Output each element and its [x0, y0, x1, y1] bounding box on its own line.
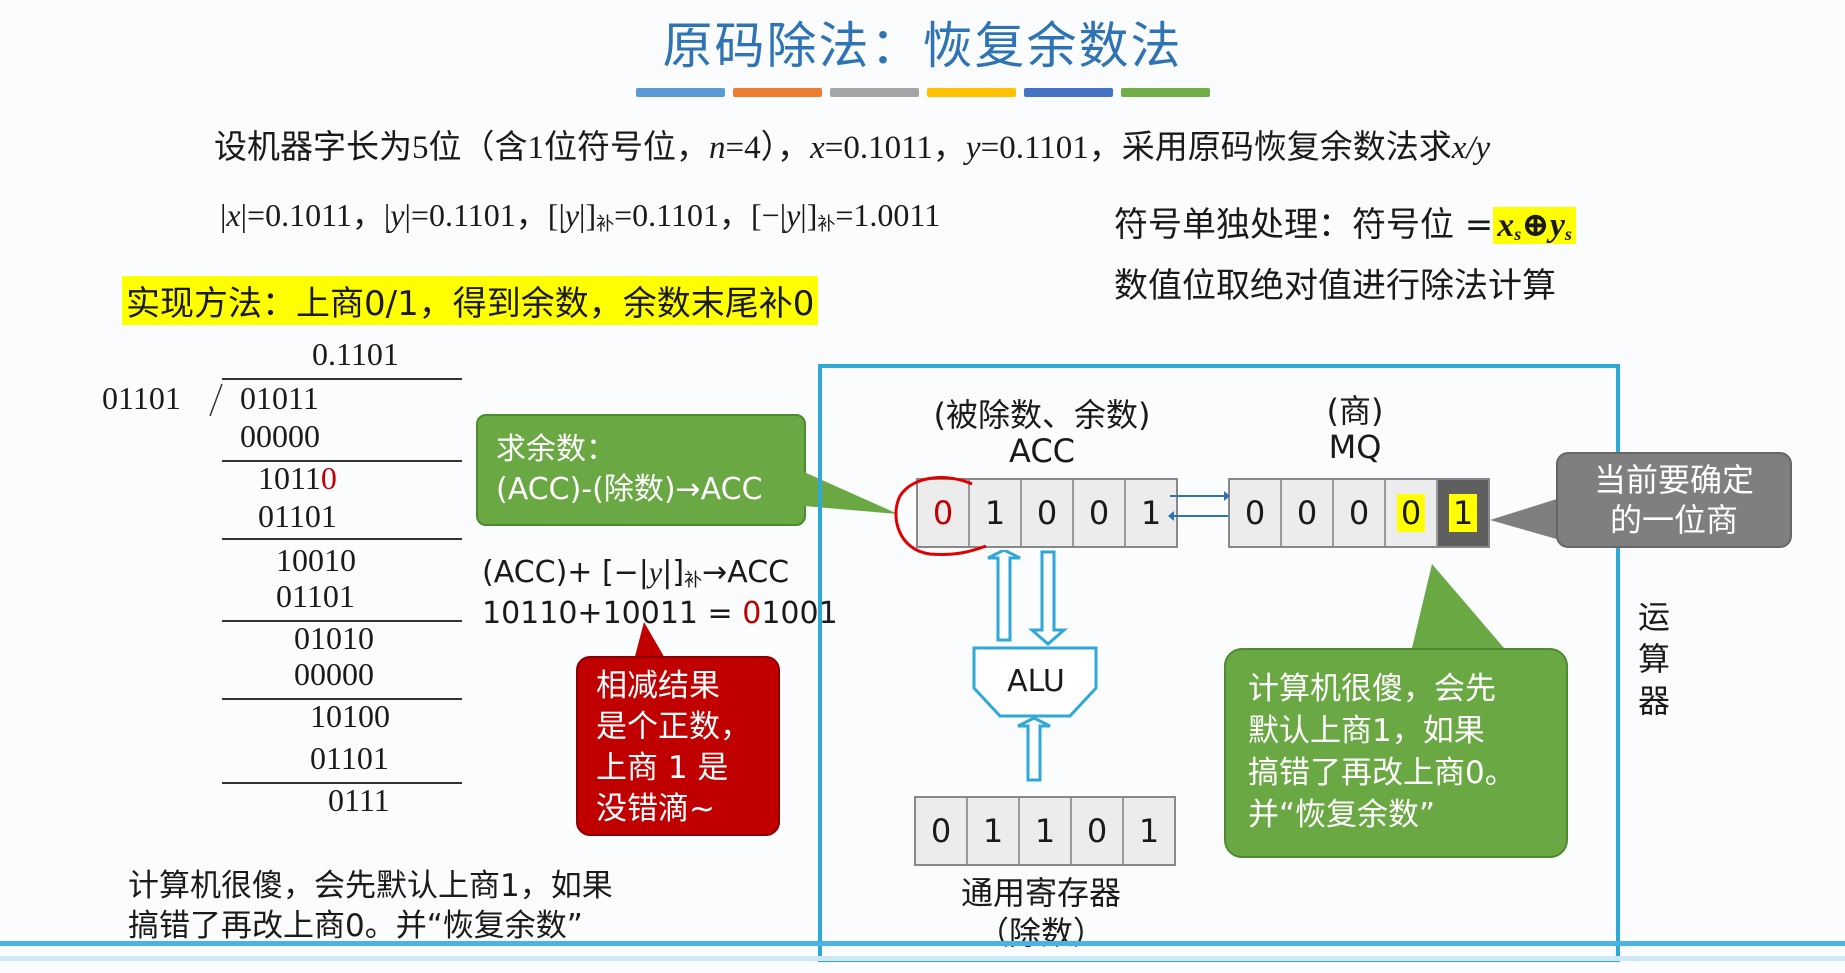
acc-register: 0 1 0 0 1 [916, 478, 1178, 548]
strip-navy [1024, 88, 1113, 97]
acc-bit: 0 [1022, 480, 1074, 546]
quotient: 0.1101 [312, 336, 399, 372]
mq-label: MQ [1328, 428, 1382, 466]
mq-bit: 0 [1230, 480, 1282, 546]
gpr-bit: 1 [968, 798, 1020, 864]
division-row: 00000 [294, 656, 374, 692]
acc-bit: 1 [970, 480, 1022, 546]
calc-line2: 10110+10011 = 01001 [482, 596, 838, 631]
problem-statement: 设机器字长为5位（含1位符号位，n=4），x=0.1011，y=0.1101，采… [214, 130, 1491, 166]
division-row: 10010 [276, 542, 356, 578]
mq-bit-current: 1 [1438, 480, 1488, 546]
naive-computer-callout: 计算机很傻，会先 默认上商1，如果 搞错了再改上商0。 并“恢复余数” [1224, 648, 1568, 858]
division-bar [222, 378, 462, 380]
acc-description: (被除数、余数) [933, 396, 1151, 434]
strip-green [1121, 88, 1210, 97]
positive-result-callout: 相减结果 是个正数， 上商 1 是 没错滴~ [576, 656, 780, 836]
mq-bit: 0 [1334, 480, 1386, 546]
mq-bit: 0 [1282, 480, 1334, 546]
abs-rule: 数值位取绝对值进行除法计算 [1114, 266, 1556, 306]
gpr-bit: 0 [1072, 798, 1124, 864]
division-rule [222, 620, 462, 622]
gpr-bit: 1 [1020, 798, 1072, 864]
division-row: 01101 [276, 578, 355, 614]
dividend: 01011 [240, 380, 319, 416]
strip-grey [830, 88, 919, 97]
xor-expression: xs⊕ys [1493, 207, 1576, 244]
strip-orange [733, 88, 822, 97]
general-register: 0 1 1 0 1 [914, 796, 1176, 866]
acc-bit: 0 [1074, 480, 1126, 546]
division-row: 00000 [240, 418, 320, 454]
bottom-divider-light [0, 956, 1845, 961]
general-register-label: 通用寄存器 [960, 874, 1121, 912]
strip-blue [636, 88, 725, 97]
arithmetic-unit-label: 运 算 器 [1637, 598, 1670, 720]
remainder-callout-pointer [804, 472, 898, 514]
calc-line1: (ACC)+ [−|y|]补→ACC [482, 555, 790, 591]
naive-callout-pointer [1412, 564, 1504, 648]
division-rule [222, 460, 462, 462]
left-note-line1: 计算机很傻，会先默认上商1，如果 [128, 868, 613, 904]
division-remainder: 0111 [328, 782, 390, 818]
acc-bit: 1 [1140, 494, 1162, 532]
division-bracket [209, 383, 223, 417]
division-rule [222, 782, 462, 784]
method-highlight: 实现方法：上商0/1，得到余数，余数末尾补0 [122, 276, 819, 325]
alu-diagram [972, 550, 1098, 782]
general-register-sub: （除数） [976, 914, 1105, 952]
sign-rule: 符号单独处理：符号位 =xs⊕ys [1114, 197, 1576, 246]
given-values: |x|=0.1011，|y|=0.1101，[|y|]补=0.1101，[−|y… [220, 197, 941, 234]
acc-mq-arrows [1168, 491, 1230, 521]
divisor: 01101 [102, 380, 181, 416]
gpr-bit: 1 [1138, 812, 1160, 850]
current-bit-callout: 当前要确定 的一位商 [1556, 452, 1792, 548]
mq-bit: 0 [1386, 480, 1438, 546]
mq-register: 0 0 0 0 1 [1228, 478, 1490, 548]
bottom-divider [0, 941, 1845, 946]
division-row: 01010 [294, 620, 374, 656]
gpr-bit: 0 [916, 798, 968, 864]
color-strip [636, 88, 1210, 97]
division-rule [222, 538, 462, 540]
red-circle-annotation [894, 476, 987, 556]
acc-label: ACC [1008, 432, 1075, 470]
positive-callout-pointer [634, 622, 666, 660]
current-bit-pointer [1490, 498, 1560, 540]
mq-description: (商) [1326, 392, 1384, 430]
division-row: 01101 [258, 498, 337, 534]
division-row: 01101 [310, 740, 389, 776]
alu-label: ALU [1007, 664, 1065, 699]
left-note-line2: 搞错了再改上商0。并“恢复余数” [128, 908, 583, 944]
acc-bit: 0 [918, 480, 970, 546]
page-title: 原码除法：恢复余数法 [662, 17, 1183, 75]
division-row: 10110 [258, 460, 337, 496]
strip-gold [927, 88, 1016, 97]
division-rule [222, 698, 462, 700]
division-row: 10100 [310, 698, 390, 734]
remainder-callout: 求余数： (ACC)-(除数)→ACC [476, 414, 806, 526]
